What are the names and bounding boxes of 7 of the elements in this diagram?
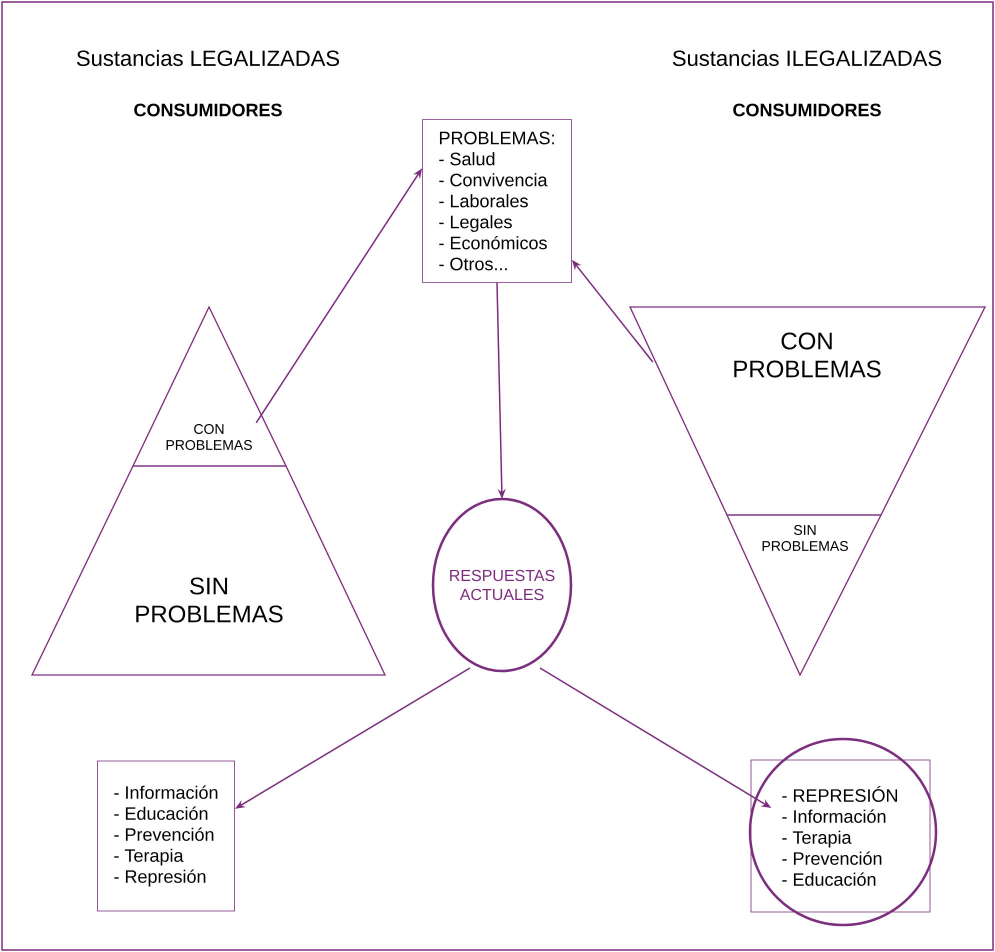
list-box: PROBLEMAS: - Salud - Convivencia - Laborales - Legales - Económicos - Otros... (422, 119, 572, 283)
group-heading: Sustancias ILEGALIZADAS (672, 50, 942, 66)
group-heading: Sustancias LEGALIZADAS (76, 50, 340, 66)
column-heading: CONSUMIDORES (733, 104, 881, 116)
column-heading: CONSUMIDORES (134, 104, 282, 116)
circled-list-box: - REPRESIÓN - Información - Terapia - Prevención - Educación (748, 738, 938, 926)
list-box: - Información - Educación - Prevención - Terapia - Represión (97, 760, 235, 912)
